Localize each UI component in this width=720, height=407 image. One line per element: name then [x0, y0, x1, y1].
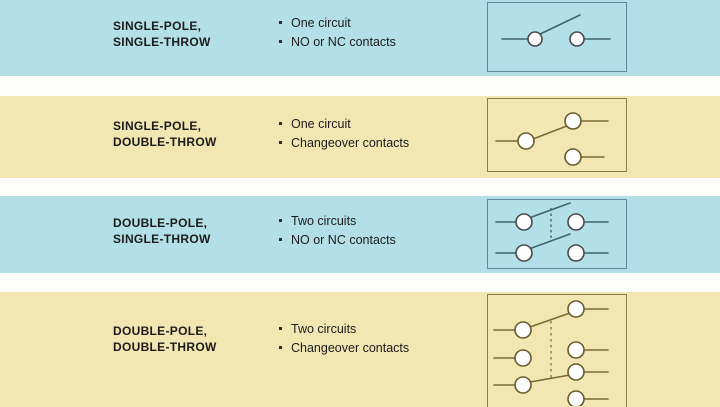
bullet-item: One circuit [279, 14, 396, 33]
bullet-item: NO or NC contacts [279, 231, 396, 250]
bullet-item: NO or NC contacts [279, 33, 396, 52]
contact-throw-upper [564, 112, 582, 130]
contact-throw [569, 31, 585, 47]
contact-throw-1 [567, 300, 585, 318]
row-dpdt: DOUBLE-POLE, DOUBLE-THROW Two circuits C… [0, 292, 720, 407]
contact-pole-upper [515, 213, 533, 231]
contact-throw-lower [567, 244, 585, 262]
row-bullets-spdt: One circuit Changeover contacts [279, 115, 409, 153]
contact-pole-upper [514, 321, 532, 339]
contact-throw-lower [564, 148, 582, 166]
contact-left-middle [514, 349, 532, 367]
contact-pole-lower [514, 376, 532, 394]
bullet-item: Changeover contacts [279, 339, 409, 358]
contact-pole [527, 31, 543, 47]
switch-arm [532, 123, 573, 140]
spst-switch-symbol [487, 2, 627, 72]
row-dpst: DOUBLE-POLE, SINGLE-THROW Two circuits N… [0, 196, 720, 273]
row-title-spst: SINGLE-POLE, SINGLE-THROW [113, 19, 211, 49]
bullet-item: Two circuits [279, 212, 396, 231]
row-title-spdt: SINGLE-POLE, DOUBLE-THROW [113, 119, 217, 149]
contact-throw-4 [567, 390, 585, 406]
bullet-item: Two circuits [279, 320, 409, 339]
bullet-item: Changeover contacts [279, 134, 409, 153]
bullet-item: One circuit [279, 115, 409, 134]
contact-pole-lower [515, 244, 533, 262]
contact-throw-upper [567, 213, 585, 231]
switch-arm-lower [528, 233, 571, 250]
contact-throw-2 [567, 341, 585, 359]
row-bullets-dpst: Two circuits NO or NC contacts [279, 212, 396, 250]
row-spdt: SINGLE-POLE, DOUBLE-THROW One circuit Ch… [0, 96, 720, 178]
row-spst: SINGLE-POLE, SINGLE-THROW One circuit NO… [0, 0, 720, 76]
row-title-dpst: DOUBLE-POLE, SINGLE-THROW [113, 216, 211, 246]
spdt-switch-symbol [487, 98, 627, 172]
dpdt-switch-symbol [487, 294, 627, 407]
dpst-switch-symbol [487, 199, 627, 269]
switch-arm [535, 14, 581, 37]
switch-arm-upper [529, 312, 571, 328]
contact-throw-3 [567, 363, 585, 381]
switch-arm-upper [528, 202, 571, 219]
row-bullets-dpdt: Two circuits Changeover contacts [279, 320, 409, 358]
row-bullets-spst: One circuit NO or NC contacts [279, 14, 396, 52]
contact-pole [517, 132, 535, 150]
row-title-dpdt: DOUBLE-POLE, DOUBLE-THROW [113, 324, 217, 354]
switch-arm-lower [529, 374, 571, 383]
